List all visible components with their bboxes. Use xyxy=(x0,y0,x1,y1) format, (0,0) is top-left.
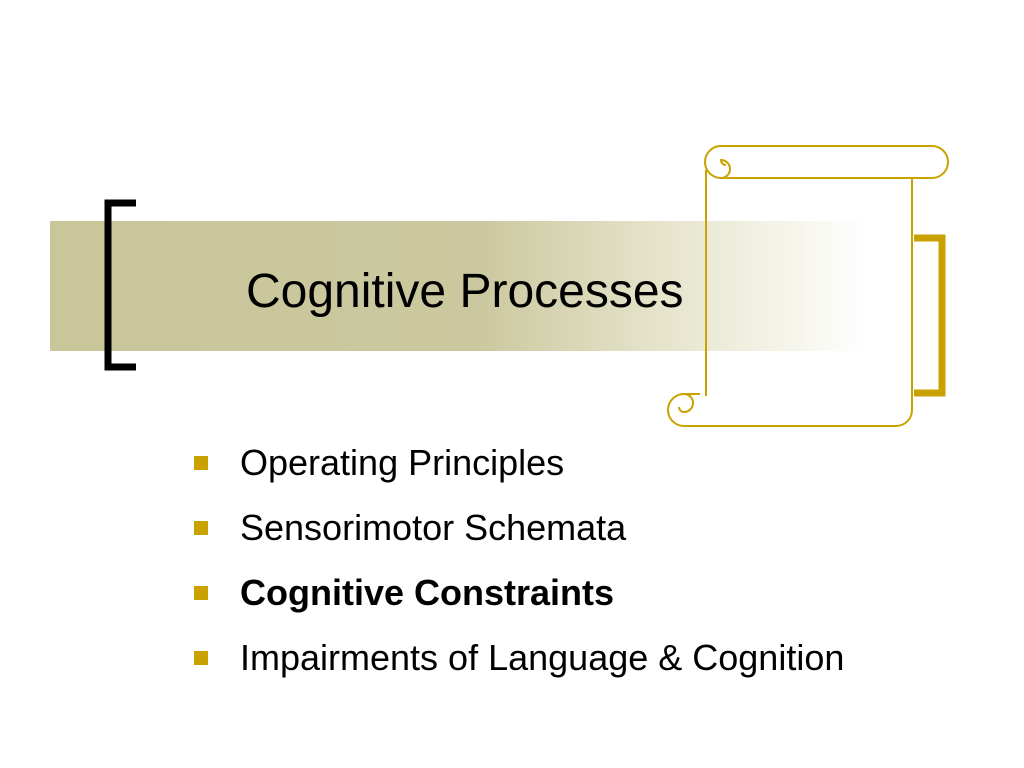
bullet-text: Sensorimotor Schemata xyxy=(240,507,627,548)
square-bullet-icon xyxy=(194,586,208,600)
slide-title: Cognitive Processes xyxy=(246,265,684,318)
square-bullet-icon xyxy=(194,521,208,535)
bullet-text: Operating Principles xyxy=(240,442,565,483)
left-bracket-icon xyxy=(104,199,136,371)
bullet-text: Cognitive Constraints xyxy=(240,572,615,613)
square-bullet-icon xyxy=(194,456,208,470)
scroll-icon xyxy=(667,145,949,427)
right-bracket-icon xyxy=(914,234,946,397)
title-band xyxy=(50,221,980,351)
bullet-text: Impairments of Language & Cognition xyxy=(240,637,845,678)
square-bullet-icon xyxy=(194,651,208,665)
